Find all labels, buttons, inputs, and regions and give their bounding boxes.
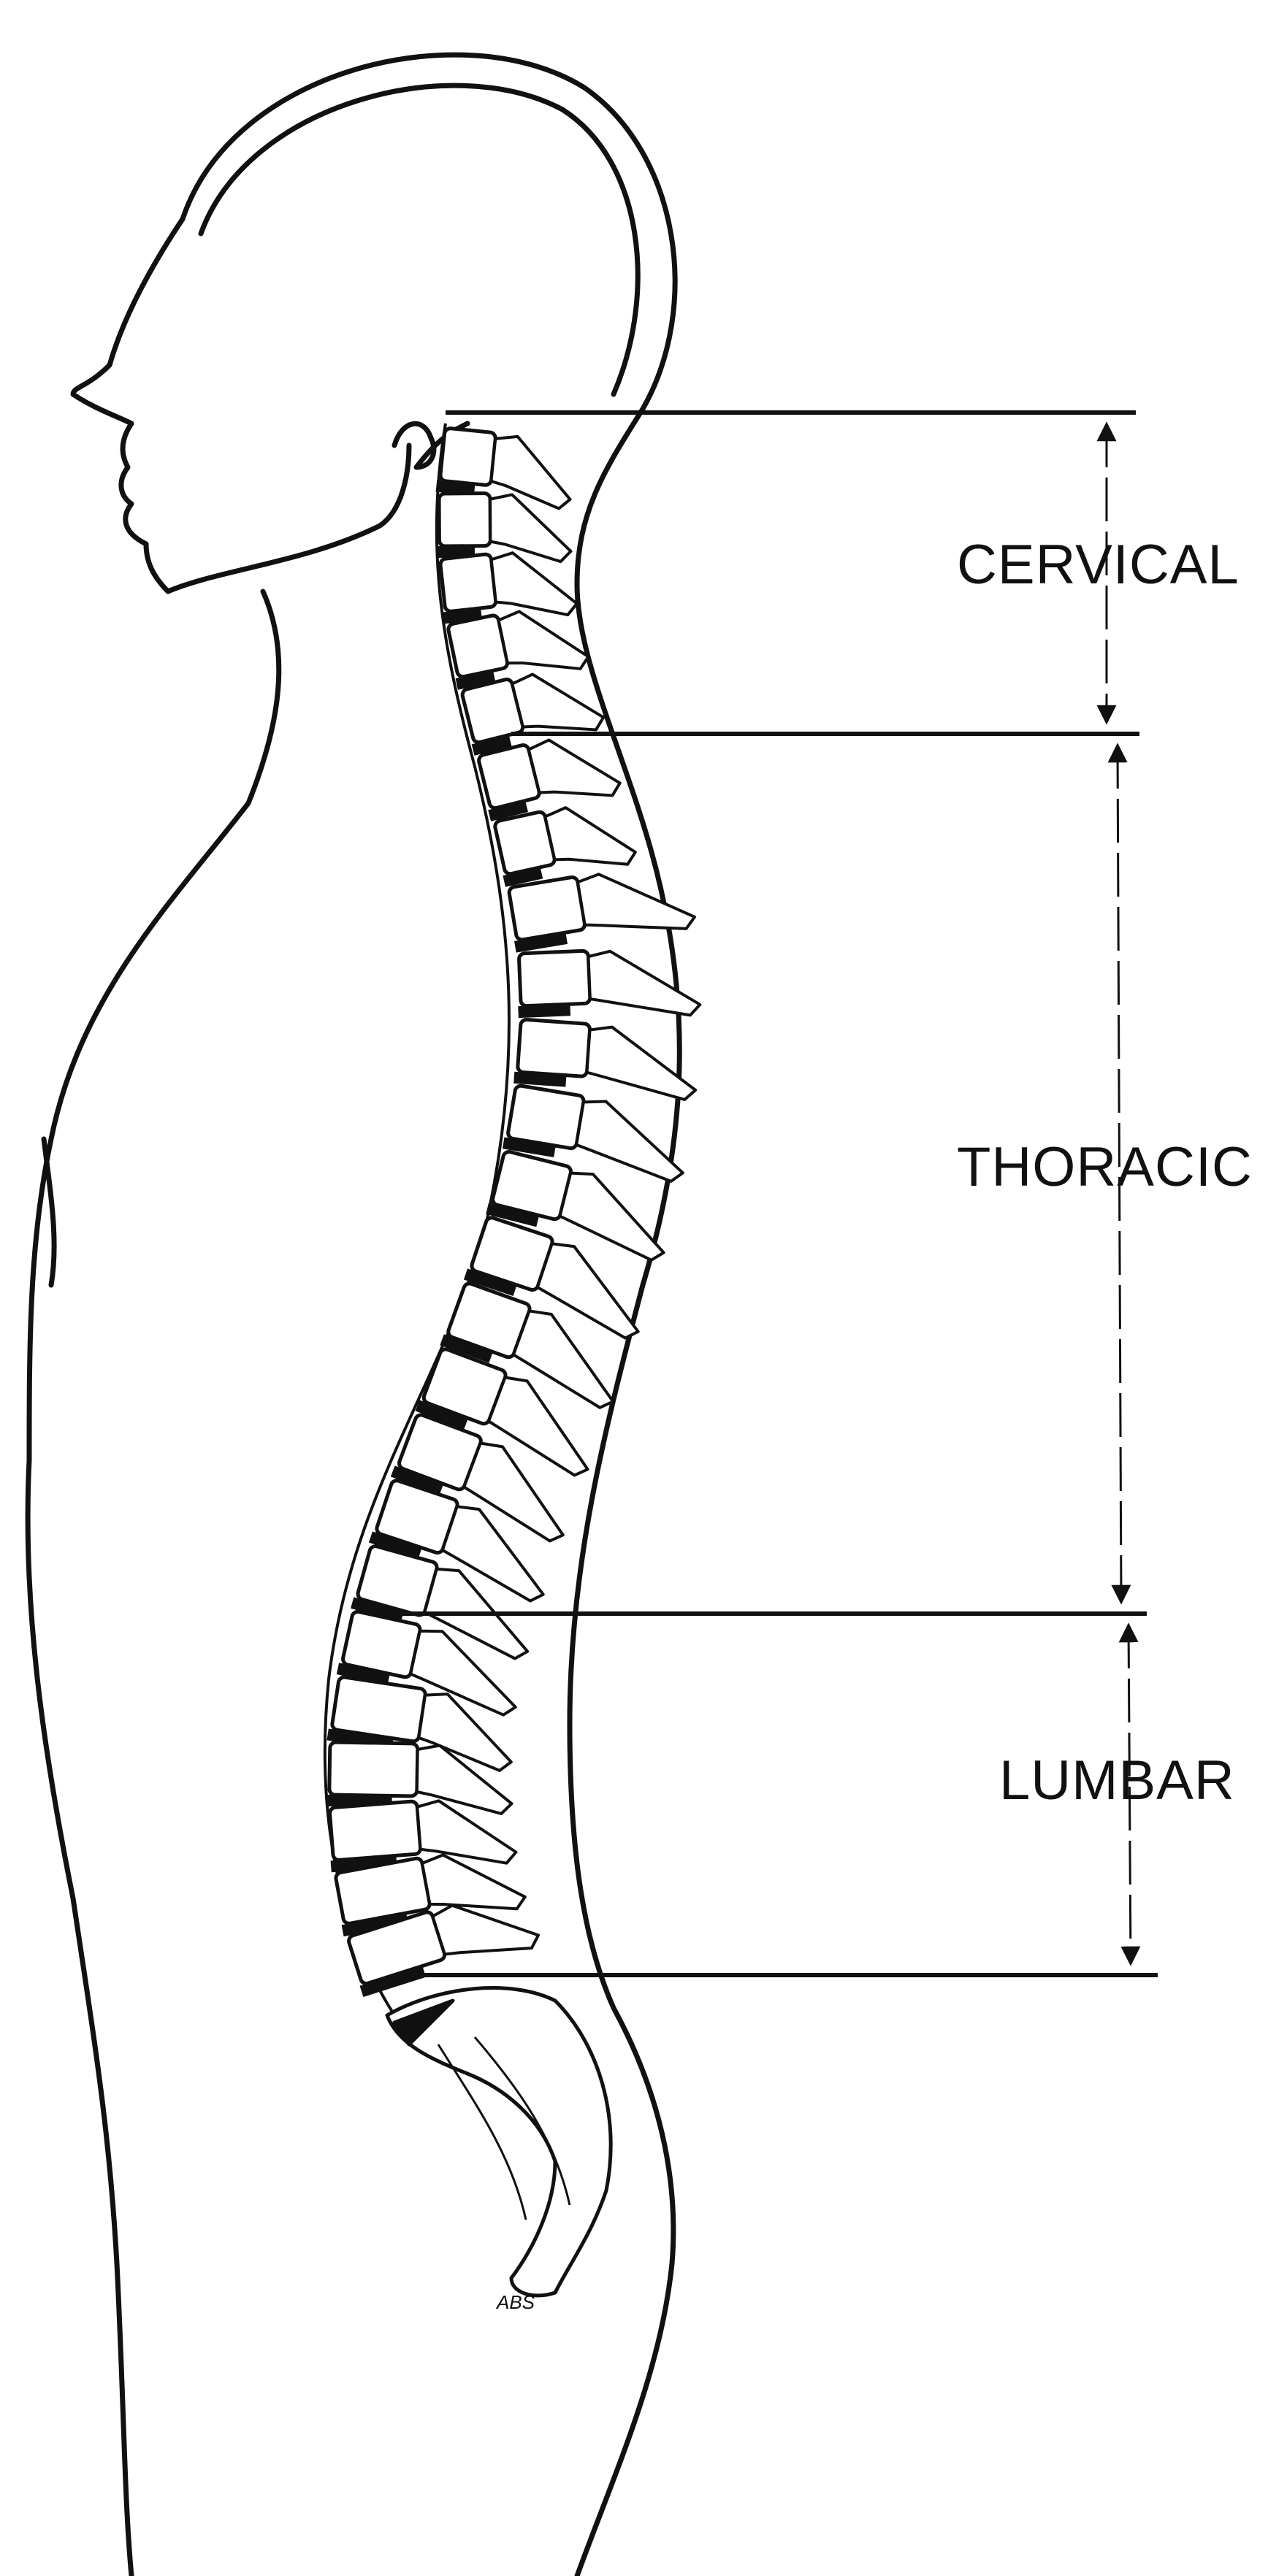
vertebral-body <box>439 494 490 546</box>
spinous-process <box>544 795 638 880</box>
spinous-process <box>577 860 696 946</box>
vertebral-body <box>519 951 590 1006</box>
intervertebral-disc <box>518 1004 570 1018</box>
vertebral-body <box>329 1801 421 1860</box>
spinous-process <box>588 948 700 1019</box>
vertebrae-group <box>326 428 700 2001</box>
spinous-process <box>527 726 622 813</box>
artist-signature: ABS <box>497 2291 535 2314</box>
vertebral-body <box>517 1019 590 1077</box>
vertebral-column <box>325 423 700 2296</box>
vertebral-body <box>507 1085 584 1149</box>
vertebral-body <box>440 553 496 612</box>
vertebral-body <box>508 876 586 940</box>
thoracic-label: THORACIC <box>957 1135 1253 1199</box>
vertebral-body <box>440 428 496 486</box>
spinous-process <box>586 1026 700 1100</box>
vertebral-body <box>329 1742 418 1796</box>
lumbar-label: LUMBAR <box>999 1749 1235 1812</box>
cervical-label: CERVICAL <box>957 533 1240 597</box>
